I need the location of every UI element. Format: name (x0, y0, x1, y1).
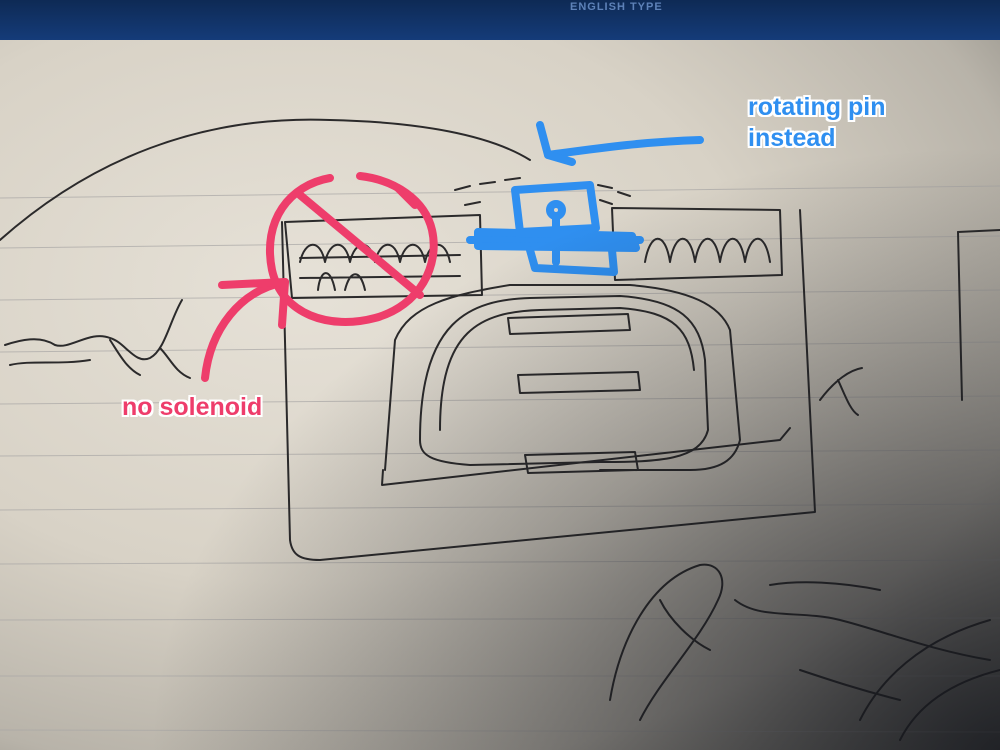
ruled-lines (0, 185, 1000, 733)
rotating-pin-line-2: instead (748, 124, 836, 152)
rotating-pin-annotation: rotating pin instead (748, 92, 885, 154)
laptop-label-text: ENGLISH TYPE (570, 1, 663, 13)
rotating-pin-line-1: rotating pin (748, 93, 886, 121)
ink-sketch (0, 118, 1000, 741)
no-solenoid-annotation: no solenoid (122, 393, 263, 421)
